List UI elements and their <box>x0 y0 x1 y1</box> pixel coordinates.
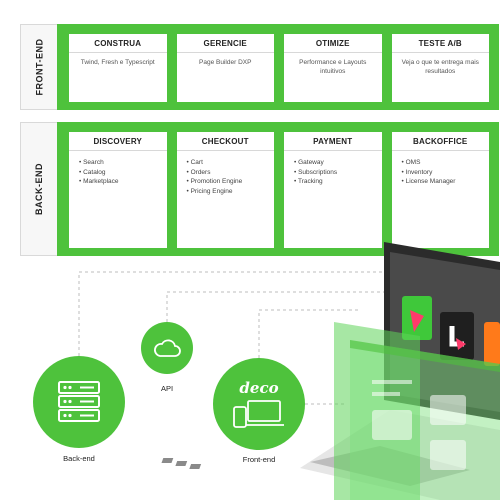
list-item: Cart <box>187 158 275 168</box>
list-item: Catalog <box>79 168 167 178</box>
card-title: TESTE A/B <box>391 34 489 53</box>
card-discovery: DISCOVERY Search Catalog Marketplace <box>69 132 167 248</box>
api-node <box>141 322 193 374</box>
card-checkout: CHECKOUT Cart Orders Promotion Engine Pr… <box>176 132 275 248</box>
app-tile <box>440 312 474 360</box>
devices-icon <box>233 400 284 428</box>
card-construa: CONSTRUA Twind, Fresh e Typescript <box>69 34 167 102</box>
list-item: Search <box>79 158 167 168</box>
front-end-band: FRONT-END CONSTRUA Twind, Fresh e Typesc… <box>20 24 499 110</box>
list-item: Tracking <box>294 177 382 187</box>
list-item: Inventory <box>402 168 490 178</box>
card-list: Cart Orders Promotion Engine Pricing Eng… <box>177 151 275 196</box>
app-tile <box>484 322 500 366</box>
list-item: Subscriptions <box>294 168 382 178</box>
back-end-card-row: DISCOVERY Search Catalog Marketplace CHE… <box>57 122 499 256</box>
card-description: Performance e Layouts intuitivos <box>299 59 367 75</box>
deco-logo: deco <box>239 379 279 397</box>
card-otimize: OTIMIZE Performance e Layouts intuitivos <box>284 34 382 102</box>
card-teste-ab: TESTE A/B Veja o que te entrega mais res… <box>391 34 489 102</box>
frontend-label: Front-end <box>242 455 276 464</box>
server-rack-icon <box>58 381 100 422</box>
api-label: API <box>160 384 174 393</box>
backend-node <box>33 356 125 448</box>
frontend-node: deco <box>213 358 305 450</box>
card-title: GERENCIE <box>176 34 274 53</box>
card-title: CHECKOUT <box>176 132 274 151</box>
backend-connector <box>78 271 470 356</box>
card-list: Gateway Subscriptions Tracking <box>284 151 382 187</box>
list-item: License Manager <box>402 177 490 187</box>
card-backoffice: BACKOFFICE OMS Inventory License Manager <box>391 132 490 248</box>
card-title: DISCOVERY <box>69 132 167 151</box>
card-description: Veja o que te entrega mais resultados <box>401 59 479 75</box>
list-item: Promotion Engine <box>187 177 275 187</box>
cloud-icon <box>154 339 181 357</box>
card-title: CONSTRUA <box>69 34 167 53</box>
list-item: Marketplace <box>79 177 167 187</box>
card-payment: PAYMENT Gateway Subscriptions Tracking <box>284 132 382 248</box>
card-title: PAYMENT <box>284 132 382 151</box>
card-list: OMS Inventory License Manager <box>392 151 490 187</box>
card-description: Twind, Fresh e Typescript <box>80 59 155 66</box>
card-title: OTIMIZE <box>284 34 382 53</box>
frontend-connector <box>258 309 360 358</box>
card-title: BACKOFFICE <box>391 132 489 151</box>
card-description: Page Builder DXP <box>199 59 252 66</box>
front-end-card-row: CONSTRUA Twind, Fresh e Typescript GEREN… <box>57 24 499 110</box>
back-end-band: BACK-END DISCOVERY Search Catalog Market… <box>20 122 499 256</box>
card-list: Search Catalog Marketplace <box>69 151 167 187</box>
backend-label: Back-end <box>63 454 95 463</box>
list-item: Orders <box>187 168 275 178</box>
list-item: OMS <box>402 158 490 168</box>
card-gerencie: GERENCIE Page Builder DXP <box>176 34 274 102</box>
list-item: Pricing Engine <box>187 187 275 197</box>
list-item: Gateway <box>294 158 382 168</box>
api-connector <box>166 291 420 322</box>
